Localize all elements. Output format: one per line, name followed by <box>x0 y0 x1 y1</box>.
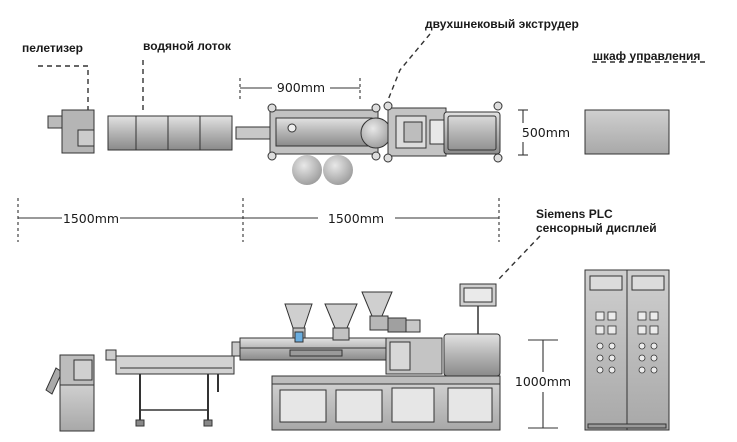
extruder-top <box>235 101 503 185</box>
dim-top-height: 500mm <box>522 125 570 140</box>
label-control-cabinet: шкаф управления <box>593 49 700 63</box>
label-plc-line2: сенсорный дисплей <box>536 221 657 235</box>
control-cabinet-top <box>584 109 670 155</box>
cabinet-switch <box>607 325 617 335</box>
cabinet-switch <box>637 325 647 335</box>
dim-left-length: 1500mm <box>63 211 119 226</box>
cabinet-indicator <box>638 342 646 350</box>
label-plc-line1: Siemens PLC <box>536 207 613 221</box>
cabinet-indicator <box>596 354 604 362</box>
cabinet-switch <box>649 311 659 321</box>
cabinet-indicator <box>650 366 658 374</box>
dimension-lines <box>17 78 558 429</box>
label-water-trough: водяной лоток <box>143 39 232 53</box>
control-cabinet-side <box>584 269 670 431</box>
cabinet-indicator <box>596 342 604 350</box>
dim-side-height: 1000mm <box>515 374 571 389</box>
water-trough-side <box>105 349 235 427</box>
cabinet-indicator <box>596 366 604 374</box>
label-twin-screw-extruder: двухшнековый экструдер <box>425 17 579 31</box>
cabinet-indicator <box>638 366 646 374</box>
cabinet-switch <box>595 325 605 335</box>
cabinet-switch <box>637 311 647 321</box>
pelletizer-side <box>45 354 95 432</box>
water-trough-top <box>107 115 233 151</box>
side-view <box>45 269 670 432</box>
cabinet-indicator <box>608 354 616 362</box>
pelletizer-top <box>47 109 95 154</box>
dim-top-length: 900mm <box>277 80 325 95</box>
cabinet-indicator <box>650 354 658 362</box>
top-view <box>47 101 670 185</box>
label-pelletizer: пелетизер <box>22 41 83 55</box>
cabinet-indicator <box>638 354 646 362</box>
cabinet-indicator <box>608 366 616 374</box>
extruder-side <box>231 283 501 431</box>
cabinet-indicator <box>650 342 658 350</box>
cabinet-switch <box>607 311 617 321</box>
cabinet-indicator <box>608 342 616 350</box>
dim-right-length: 1500mm <box>328 211 384 226</box>
cabinet-switch <box>649 325 659 335</box>
leader-lines <box>38 33 708 281</box>
cabinet-switch <box>595 311 605 321</box>
